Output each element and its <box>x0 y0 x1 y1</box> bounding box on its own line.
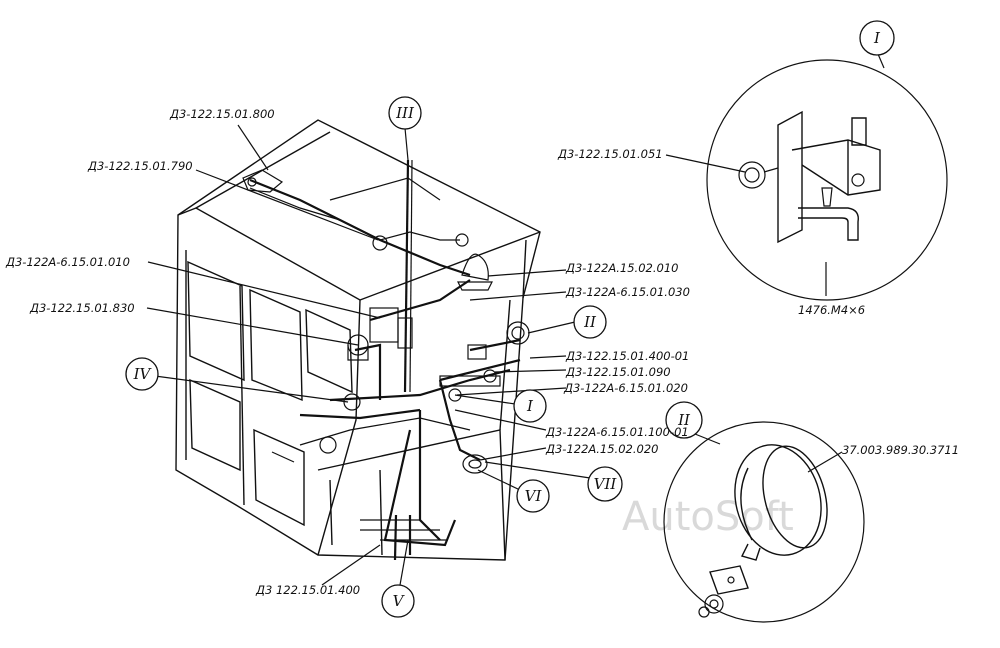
svg-text:VI: VI <box>525 487 543 505</box>
leader-lines <box>146 53 885 586</box>
detail-ii <box>663 421 865 623</box>
part-labels: Д3-122.15.01.800 Д3-122.15.01.790 Д3-122… <box>5 107 959 597</box>
label-100-01: Д3-122А-6.15.01.100-01 <box>545 425 689 439</box>
watermark: AutoSoft <box>622 494 794 540</box>
callout-i-detail: I <box>859 20 895 56</box>
label-790: Д3-122.15.01.790 <box>87 159 193 173</box>
label-400: Д3 122.15.01.400 <box>255 583 360 597</box>
label-3711: 37.003.989.30.3711 <box>842 443 959 457</box>
callout-vi: VI <box>516 479 550 513</box>
label-090: Д3-122.15.01.090 <box>565 365 671 379</box>
label-020: Д3-122А-6.15.01.020 <box>563 381 688 395</box>
callout-iii: III <box>388 96 422 130</box>
callout-v: V <box>381 584 415 618</box>
callout-bubbles: I II III II IV I VI VII <box>125 20 895 618</box>
svg-text:IV: IV <box>133 365 153 383</box>
label-051: Д3-122.15.01.051 <box>557 147 663 161</box>
svg-text:I: I <box>873 29 881 47</box>
svg-text:II: II <box>677 411 691 429</box>
label-02020: Д3-122А.15.02.020 <box>545 442 658 456</box>
svg-text:V: V <box>393 592 406 610</box>
svg-text:VII: VII <box>594 475 618 493</box>
cab-components <box>242 169 530 474</box>
callout-vii: VII <box>587 466 623 502</box>
callout-ii: II <box>573 305 607 339</box>
label-030: Д3-122А-6.15.01.030 <box>565 285 690 299</box>
svg-text:I: I <box>526 397 534 415</box>
detail-i <box>706 59 948 301</box>
label-1476: 1476.М4×6 <box>798 303 865 317</box>
callout-ii-detail: II <box>665 401 703 439</box>
svg-text:III: III <box>395 104 415 122</box>
label-400-01: Д3-122.15.01.400-01 <box>565 349 689 363</box>
label-02010: Д3-122А.15.02.010 <box>565 261 678 275</box>
label-010a: Д3-122А-6.15.01.010 <box>5 255 130 269</box>
label-830: Д3-122.15.01.830 <box>29 301 135 315</box>
callout-iv: IV <box>125 357 159 391</box>
cab-body <box>175 119 541 561</box>
wiring-harness <box>249 159 521 561</box>
label-800: Д3-122.15.01.800 <box>169 107 275 121</box>
callout-i: I <box>513 389 547 423</box>
svg-text:II: II <box>583 313 597 331</box>
